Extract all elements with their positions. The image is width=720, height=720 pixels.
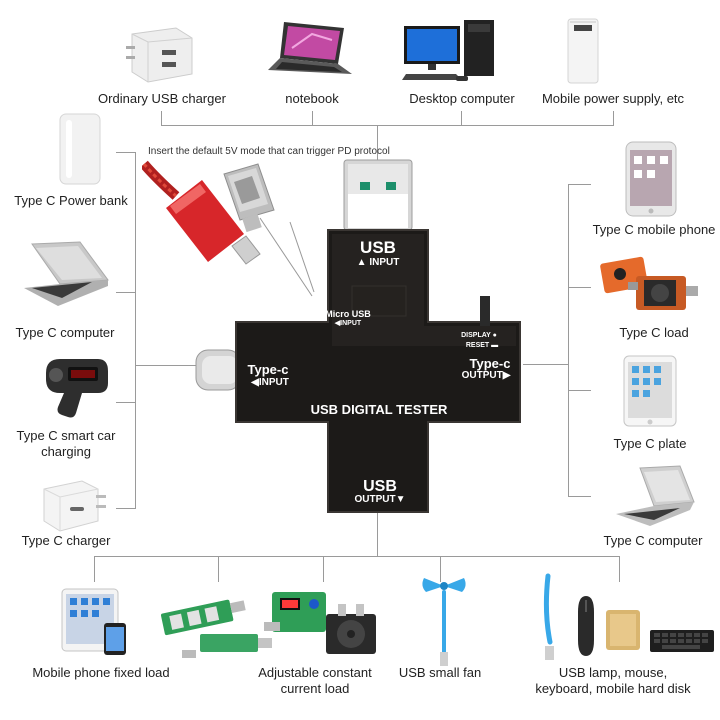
tablet-icon — [623, 355, 677, 427]
bottom-device-label: Mobile phone fixed load — [32, 665, 170, 680]
connector-line — [161, 111, 162, 125]
tester-reset-button-label[interactable]: RESET ▬ — [465, 342, 499, 349]
usb-a-plug-icon — [343, 159, 413, 231]
tester-typec-input-label: Type-c — [247, 362, 289, 377]
load-board-icon — [264, 592, 376, 654]
connector-line — [135, 365, 197, 366]
connector-line — [377, 512, 378, 556]
usb-digital-tester-body — [235, 229, 521, 513]
top-source-label: notebook — [285, 91, 339, 106]
connector-line — [568, 184, 569, 497]
tester-typec-output-sub: OUTPUT▶ — [461, 370, 511, 381]
pd-protocol-note: Insert the default 5V mode that can trig… — [148, 146, 390, 157]
mobile-phone-icon — [625, 141, 677, 217]
connector-line — [523, 364, 569, 365]
tester-micro-usb-sub: ◀INPUT — [334, 320, 362, 327]
connector-line — [619, 556, 620, 582]
top-source-label: Desktop computer — [409, 91, 515, 106]
tester-usb-output-label: USB — [363, 478, 397, 495]
right-device-label: Type C computer — [603, 533, 703, 548]
car-charger-icon — [46, 359, 108, 418]
right-device-label: Type C plate — [613, 436, 687, 451]
connector-line — [116, 292, 136, 293]
connector-line — [568, 287, 591, 288]
tester-usb-input-sub: ▲ INPUT — [356, 257, 400, 268]
connector-line — [218, 556, 219, 582]
tester-typec-output-label: Type-c — [469, 356, 511, 371]
tester-display-button-label[interactable]: DISPLAY ● — [461, 332, 497, 339]
connector-line — [461, 111, 462, 125]
micro-usb-adapter-icon — [223, 163, 275, 233]
connector-line — [323, 556, 324, 582]
tester-usb-input-label: USB — [360, 238, 396, 257]
top-source-label: Ordinary USB charger — [98, 91, 226, 106]
bottom-device-label: USB small fan — [398, 665, 482, 680]
type-c-plug-icon — [195, 349, 240, 391]
usb-fan-icon — [422, 578, 466, 666]
left-device-label: Type C smart car charging — [16, 428, 116, 459]
tester-product-name: USB DIGITAL TESTER — [310, 402, 448, 417]
connector-line — [116, 508, 136, 509]
load-module-icon — [600, 256, 698, 310]
load-board-icon — [161, 599, 272, 658]
connector-line — [568, 390, 591, 391]
type-c-charger-icon — [43, 480, 106, 532]
connector-line — [161, 125, 614, 126]
adapter-pointer-line — [259, 217, 315, 297]
notebook-icon — [268, 22, 352, 74]
left-device-label: Type C computer — [15, 325, 115, 340]
left-device-label: Type C charger — [21, 533, 111, 548]
laptop-icon — [616, 465, 695, 526]
red-type-c-cable-icon — [142, 160, 261, 265]
right-device-label: Type C mobile phone — [592, 222, 716, 237]
connector-line — [568, 496, 591, 497]
connector-line — [135, 152, 136, 509]
power-bank-icon — [567, 18, 599, 84]
tablet-phone-icon — [61, 588, 126, 655]
tester-usb-output-sub: OUTPUT▼ — [354, 494, 406, 505]
usb-lamp-icon — [543, 573, 714, 660]
connector-line — [116, 402, 136, 403]
top-source-label: Mobile power supply, etc — [541, 91, 685, 106]
usb-charger-icon — [126, 27, 193, 83]
connector-line — [613, 111, 614, 125]
connector-line — [377, 125, 378, 161]
connector-line — [568, 184, 591, 185]
connector-line — [440, 556, 441, 582]
tester-typec-input-sub: ◀INPUT — [251, 377, 289, 388]
bottom-device-label: Adjustable constant current load — [258, 665, 372, 696]
connector-line — [312, 111, 313, 125]
right-device-label: Type C load — [619, 325, 689, 340]
tester-micro-usb-label: Micro USB — [325, 309, 371, 319]
laptop-icon — [24, 241, 109, 306]
left-device-label: Type C Power bank — [14, 193, 128, 208]
connector-line — [94, 556, 620, 557]
connector-line — [116, 152, 136, 153]
power-bank-icon — [59, 113, 101, 185]
connector-line — [94, 556, 95, 582]
bottom-device-label: USB lamp, mouse, keyboard, mobile hard d… — [535, 665, 691, 696]
desktop-computer-icon — [402, 20, 494, 81]
